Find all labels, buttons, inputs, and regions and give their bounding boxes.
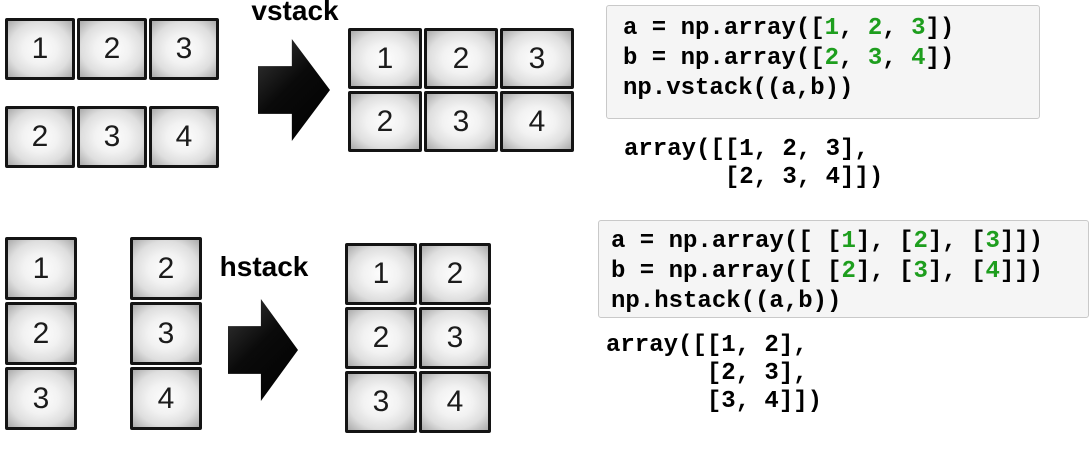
grid-cell: 3	[500, 28, 574, 89]
grid-cell: 2	[419, 243, 491, 305]
grid-cell: 4	[130, 367, 202, 430]
grid-cell: 3	[5, 367, 77, 430]
hstack-right-arrow-icon	[228, 299, 298, 401]
vstack-right-arrow-icon	[258, 39, 330, 141]
grid-cell: 3	[345, 371, 417, 433]
grid-cell: 1	[5, 18, 75, 80]
grid-cell: 1	[5, 237, 77, 300]
vstack-output-text: array([[1, 2, 3], [2, 3, 4]])	[624, 136, 884, 191]
hstack-output-text: array([[1, 2], [2, 3], [3, 4]])	[606, 332, 823, 415]
code-line: np.hstack((a,b))	[611, 288, 842, 315]
grid-cell: 3	[149, 18, 219, 80]
grid-cell: 3	[77, 106, 147, 168]
code-line: b = np.array([2, 3, 4])	[623, 45, 955, 72]
grid-cell: 3	[419, 307, 491, 369]
vstack-label: vstack	[251, 0, 339, 26]
grid-cell: 3	[424, 91, 498, 152]
grid-cell: 3	[130, 302, 202, 365]
grid-cell: 4	[419, 371, 491, 433]
grid-cell: 2	[130, 237, 202, 300]
grid-cell: 2	[5, 106, 75, 168]
grid-cell: 2	[348, 91, 422, 152]
grid-cell: 2	[77, 18, 147, 80]
grid-cell: 4	[500, 91, 574, 152]
code-line: a = np.array([1, 2, 3])	[623, 15, 955, 42]
grid-cell: 2	[345, 307, 417, 369]
code-line: a = np.array([ [1], [2], [3]])	[611, 228, 1044, 255]
grid-cell: 2	[5, 302, 77, 365]
grid-cell: 2	[424, 28, 498, 89]
hstack-label: hstack	[219, 251, 309, 282]
code-line: np.vstack((a,b))	[623, 75, 854, 102]
code-line: b = np.array([ [2], [3], [4]])	[611, 258, 1044, 285]
grid-cell: 1	[345, 243, 417, 305]
grid-cell: 1	[348, 28, 422, 89]
vstack-code-block: a = np.array([1, 2, 3]) b = np.array([2, …	[606, 5, 1040, 119]
hstack-code-block: a = np.array([ [1], [2], [3]]) b = np.arr…	[598, 220, 1089, 318]
grid-cell: 4	[149, 106, 219, 168]
